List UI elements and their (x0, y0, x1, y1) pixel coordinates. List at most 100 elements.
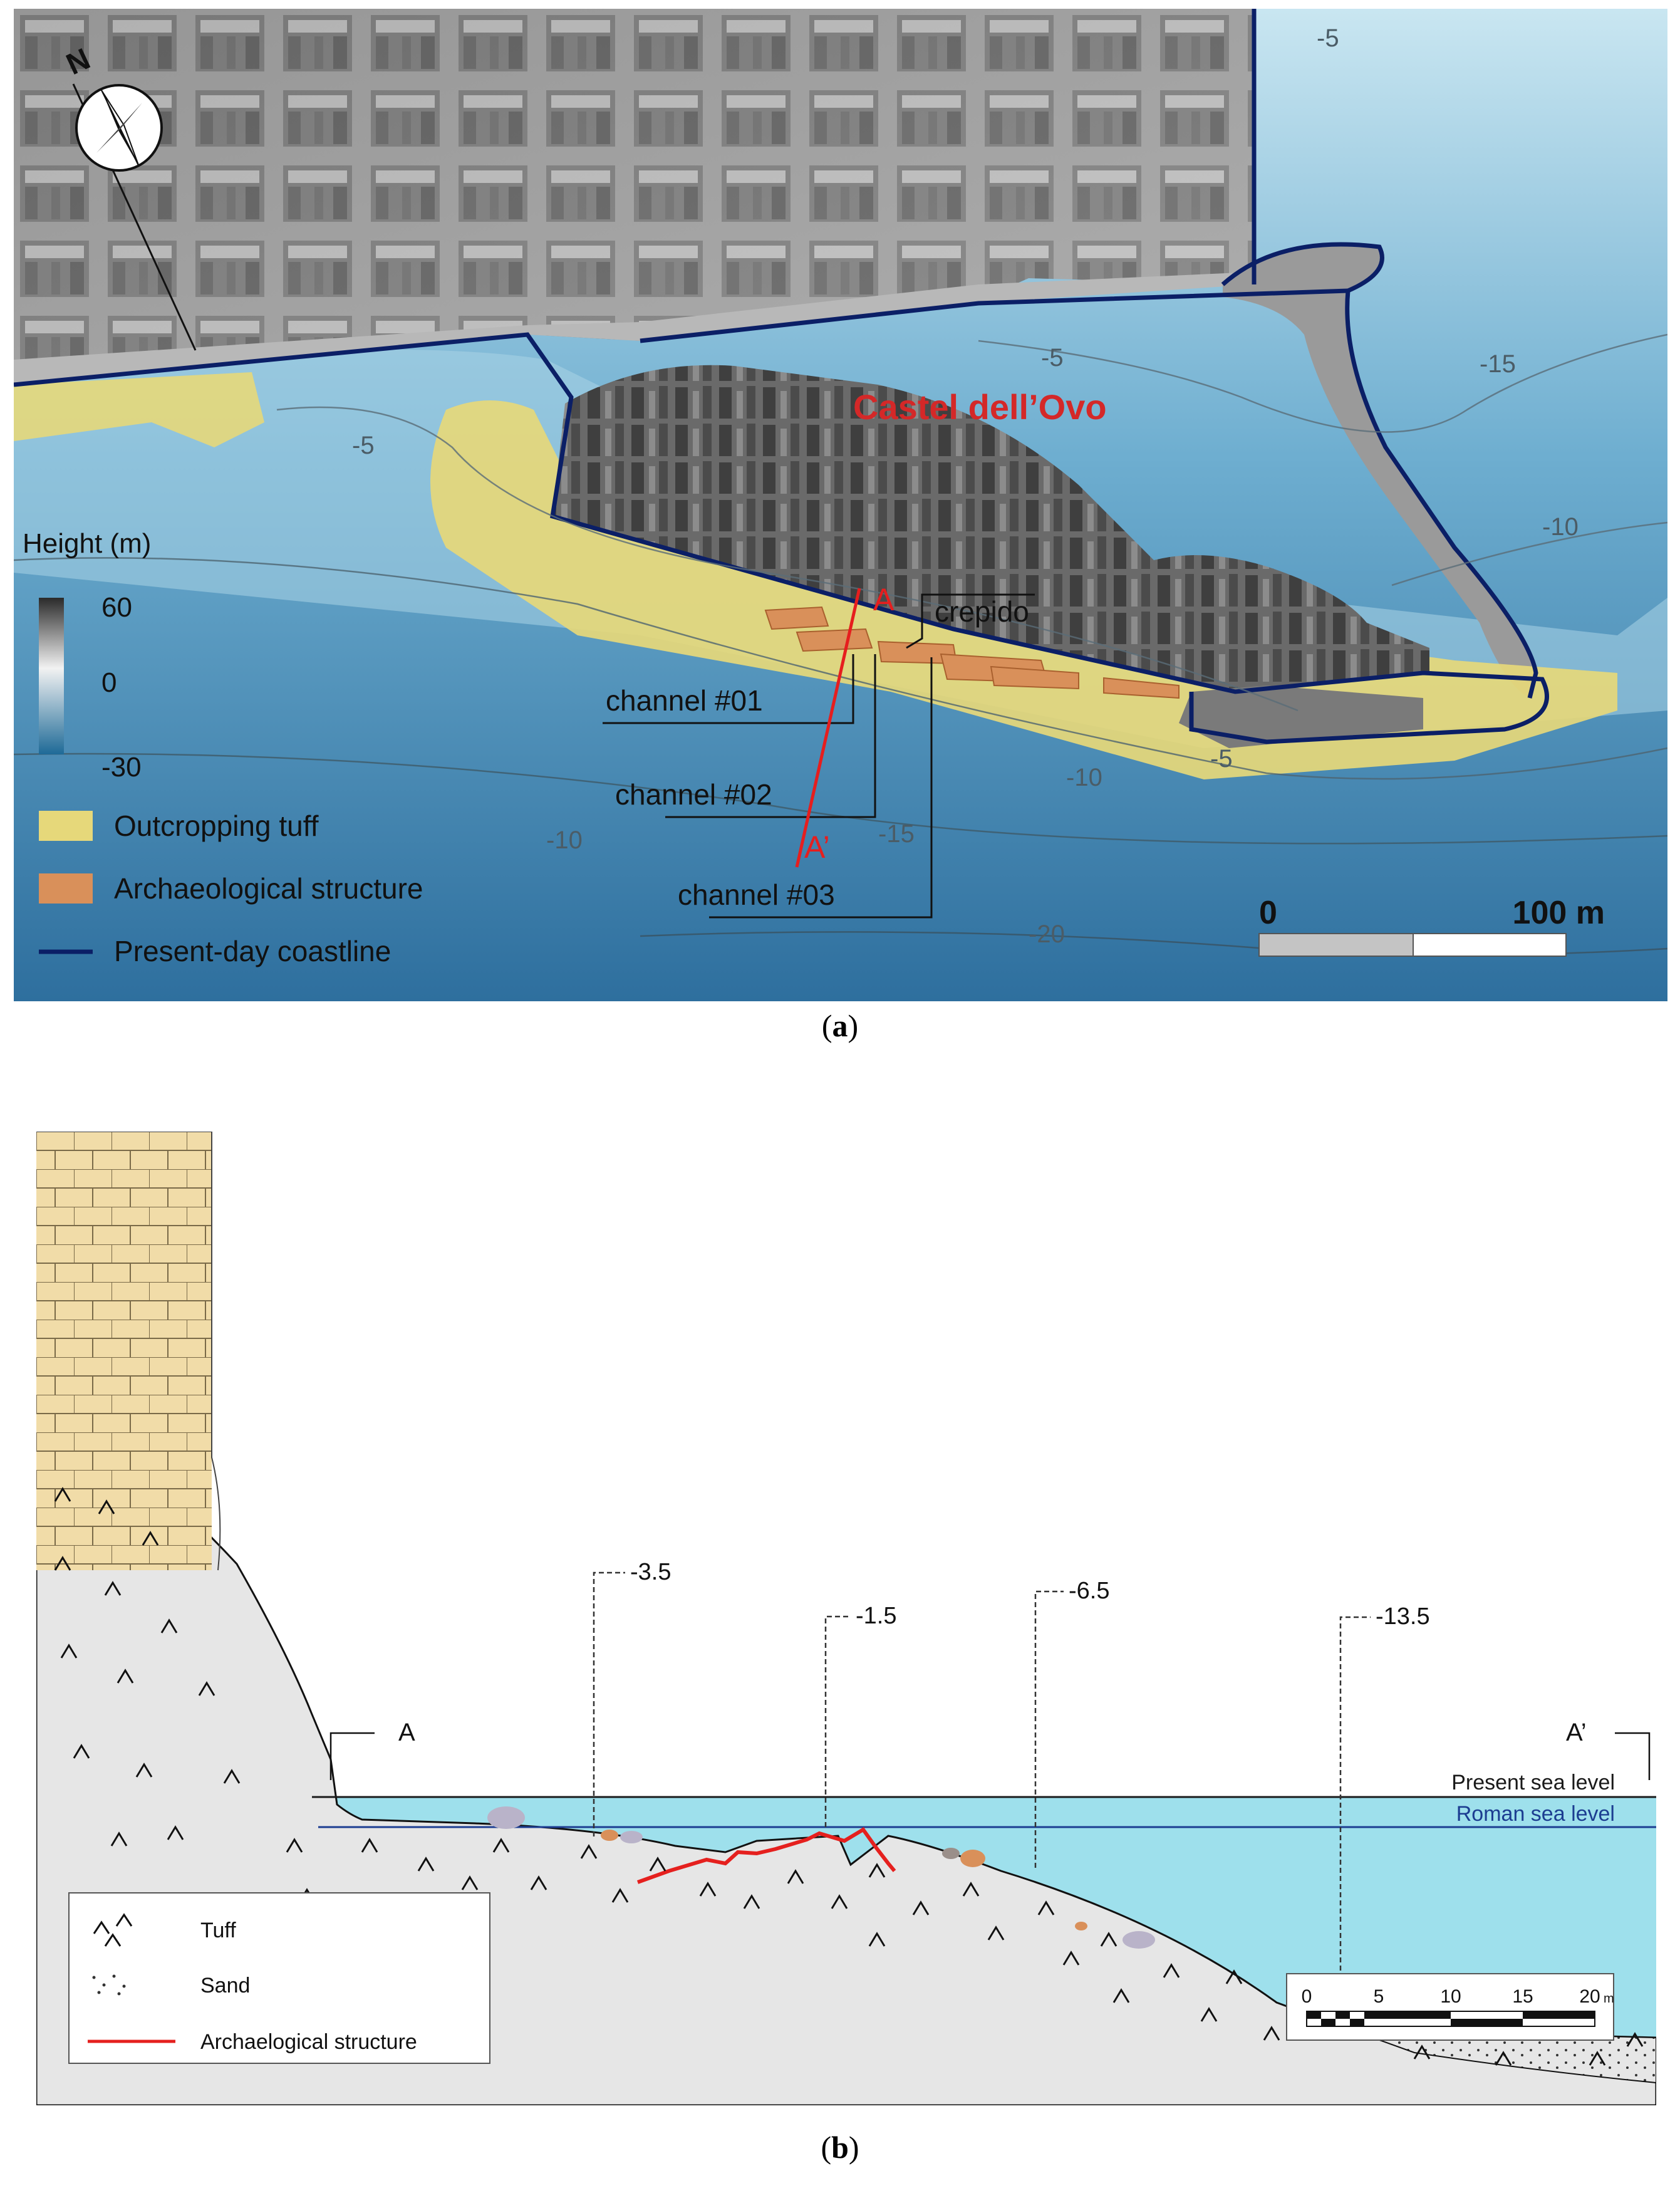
contour-label: -15 (878, 820, 915, 848)
contour-label: -5 (1041, 344, 1064, 372)
height-tick-top: 60 (101, 592, 132, 623)
scale-checker (1307, 2011, 1595, 2026)
rock (487, 1806, 525, 1829)
crepido-leader (906, 593, 1035, 649)
section-label-a: A (873, 582, 894, 617)
tuff-symbols (54, 1487, 1644, 2066)
masonry-wall-edge (36, 1131, 221, 1571)
coastline-road (640, 288, 1349, 343)
contour-line (1391, 521, 1668, 586)
height-tick-mid: 0 (101, 667, 117, 698)
section-end-label: A’ (1566, 1719, 1587, 1746)
contour-label: -5 (352, 432, 375, 459)
archaeological-structure (796, 628, 873, 652)
north-arrow-cross (96, 103, 142, 153)
archaeological-structure (1103, 677, 1180, 699)
contour-line (13, 753, 1668, 845)
sand-layer (1351, 2029, 1657, 2084)
coastline-breakwater (1221, 242, 1538, 699)
legend-item-archaeology: Archaelogical structure (200, 2030, 417, 2054)
legend-item-tuff: Outcropping tuff (114, 810, 319, 842)
castle-dell-ovo (552, 365, 1429, 692)
map-panel: -5 -5 -5 -5 -10 -10 -10 -15 -15 -20 crep… (13, 9, 1668, 1001)
caption-b-letter: b (831, 2130, 849, 2165)
depth-label-13-5: -13.5 (1376, 1603, 1430, 1630)
channel-01-leader (603, 654, 854, 724)
caption-a-letter: a (832, 1008, 848, 1043)
depth-label-6-5: -6.5 (1069, 1578, 1109, 1604)
channel-03-leader (709, 657, 933, 919)
scale-tick-15: 15 (1512, 1986, 1533, 2007)
rock (1123, 1931, 1155, 1949)
archaeological-structures (764, 606, 1180, 699)
channel-03-label: channel #03 (678, 878, 835, 911)
section-line (795, 588, 861, 868)
legend-title: Height (m) (23, 528, 151, 559)
caption-b: (b) (821, 2130, 859, 2165)
map-scale-bar: 0 100 m (1258, 895, 1605, 957)
section-scale-bar: 0 5 10 15 20 m (1286, 1973, 1614, 2041)
contour-label: -5 (1210, 745, 1233, 773)
height-tick-bottom: -30 (101, 752, 142, 783)
section-panel: Present sea level Roman sea level -3.5 (35, 1131, 1657, 2107)
rock (960, 1850, 985, 1867)
section-label-a-prime: A’ (804, 830, 830, 865)
contour-line (276, 406, 1299, 712)
castle-label: Castel dell’Ovo (853, 387, 1107, 427)
scale-unit: m (1604, 1992, 1614, 2006)
north-arrow: N (61, 43, 197, 351)
depth-label-3-5: -3.5 (630, 1559, 671, 1585)
scale-segment-light (1413, 933, 1567, 957)
section-legend-box (68, 1892, 490, 2064)
contour-label: -20 (1029, 920, 1065, 948)
tuff-outcrop-west (14, 372, 264, 447)
section-scale-box (1286, 1973, 1614, 2041)
legend-swatch-tuff (39, 811, 93, 841)
legend-item-tuff: Tuff (200, 1919, 236, 1942)
contour-label: -15 (1480, 350, 1516, 378)
scale-segment-dark (1258, 933, 1414, 957)
scale-start: 0 (1259, 895, 1277, 931)
height-color-bar (39, 598, 64, 754)
archaeological-structure (764, 606, 829, 630)
scale-end: 100 m (1513, 895, 1605, 931)
scale-tick-5: 5 (1374, 1986, 1384, 2007)
contour-label: -10 (1542, 513, 1579, 541)
legend-item-coastline: Present-day coastline (114, 935, 391, 967)
rock (1075, 1922, 1087, 1930)
castle-jetty (1179, 685, 1423, 748)
channel-02-leader (665, 654, 876, 818)
section-start-bracket (329, 1732, 375, 1780)
breakwater (1223, 244, 1536, 698)
coastal-road (14, 272, 1254, 385)
section-svg: Present sea level Roman sea level -3.5 (35, 1131, 1657, 2107)
scale-tick-0: 0 (1302, 1986, 1312, 2007)
roman-sea-level-label: Roman sea level (1456, 1802, 1615, 1826)
map-legend: Height (m) 60 0 -30 Outcropping tuff Arc… (23, 528, 423, 967)
legend-item-archaeology: Archaeological structure (114, 872, 423, 905)
legend-item-sand: Sand (200, 1974, 250, 1998)
archaeological-structure (990, 665, 1079, 690)
channel-02-label: channel #02 (615, 778, 772, 811)
legend-tuff-symbol (93, 1913, 133, 1947)
section-end-bracket (1615, 1732, 1651, 1780)
rock (601, 1830, 618, 1841)
section-legend: Tuff Sand Archaelogical structure (68, 1892, 490, 2064)
crepido-label: crepido (935, 595, 1029, 628)
present-sea-level-label: Present sea level (1451, 1771, 1615, 1795)
caption-a: (a) (821, 1008, 859, 1043)
contour-label: -5 (1317, 24, 1339, 52)
contour-line (978, 333, 1668, 433)
legend-swatch-archaeology (39, 873, 93, 904)
section-start-label: A (398, 1719, 415, 1746)
contour-label: -10 (546, 826, 583, 854)
scale-tick-10: 10 (1440, 1986, 1461, 2007)
channel-01-label: channel #01 (606, 684, 763, 717)
contour-line (13, 557, 1668, 780)
archaeological-structure-profile (636, 1827, 896, 1884)
masonry-wall (36, 1132, 212, 1570)
coastline-castle (13, 332, 1549, 744)
depth-leaders (593, 1571, 1371, 2028)
map-svg: -5 -5 -5 -5 -10 -10 -10 -15 -15 -20 crep… (13, 9, 1668, 1001)
contour-label: -10 (1066, 764, 1102, 791)
